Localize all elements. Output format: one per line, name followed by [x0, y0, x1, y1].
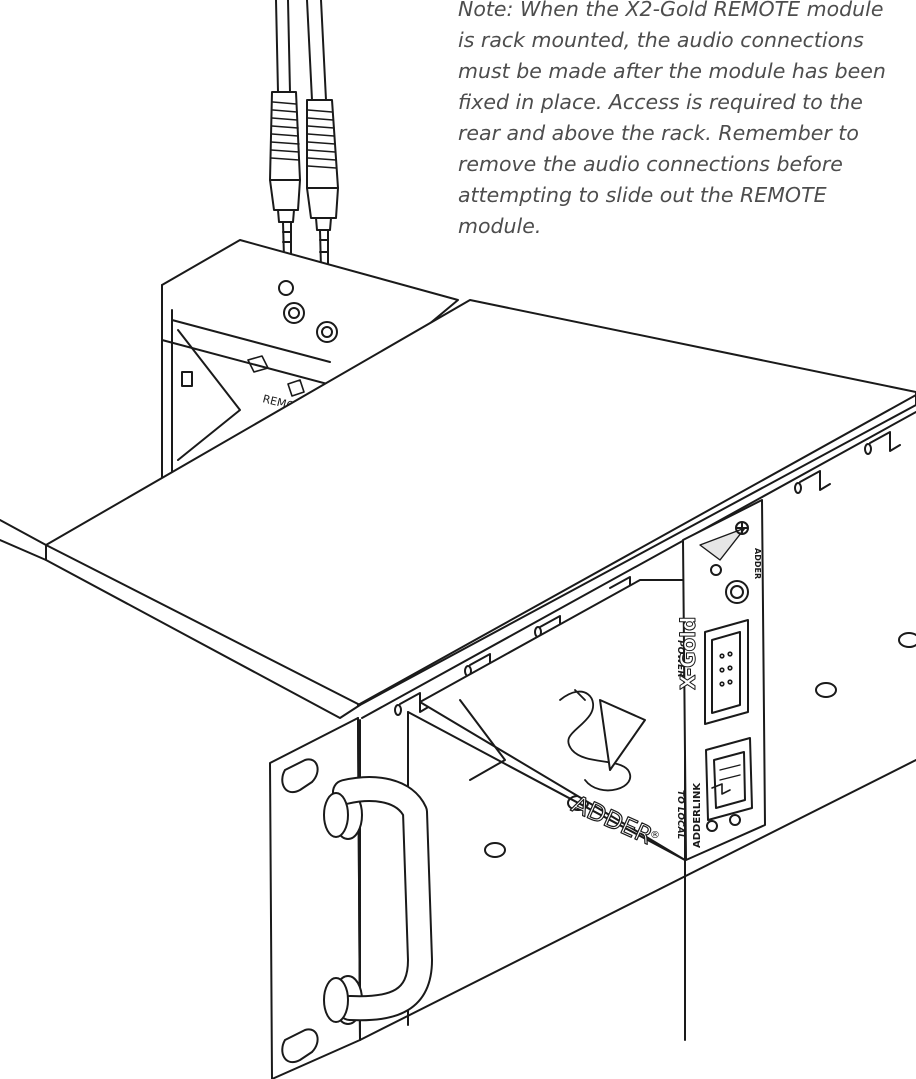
audio-plug-icon [269, 91, 301, 259]
local-faceplate: X-Gold ADDERLINK ADDER [676, 499, 766, 861]
rack-handle[interactable] [323, 776, 433, 1025]
registered-mark: ® [650, 830, 660, 841]
adder-snake-logo [559, 689, 632, 792]
rack-shelf [0, 299, 916, 719]
adder-vertical-label: ADDER [753, 548, 762, 579]
audio-cables [275, 0, 327, 101]
local-label: TO LOCAL [675, 790, 685, 840]
gold-label: X-Gold [676, 617, 700, 690]
rack-mount-slot [281, 1028, 319, 1063]
audio-plug-icon [306, 99, 339, 269]
led-indicator [181, 371, 193, 387]
serial-port [704, 619, 749, 725]
microphone-icon [287, 379, 305, 397]
adderlink-label: ADDERLINK [692, 782, 703, 848]
speaker-icon [247, 355, 269, 373]
power-label: POWER [675, 640, 685, 677]
rack-mount-slot [281, 758, 319, 793]
audio-note: Note: When the X2-Gold REMOTE module is … [458, 0, 886, 238]
